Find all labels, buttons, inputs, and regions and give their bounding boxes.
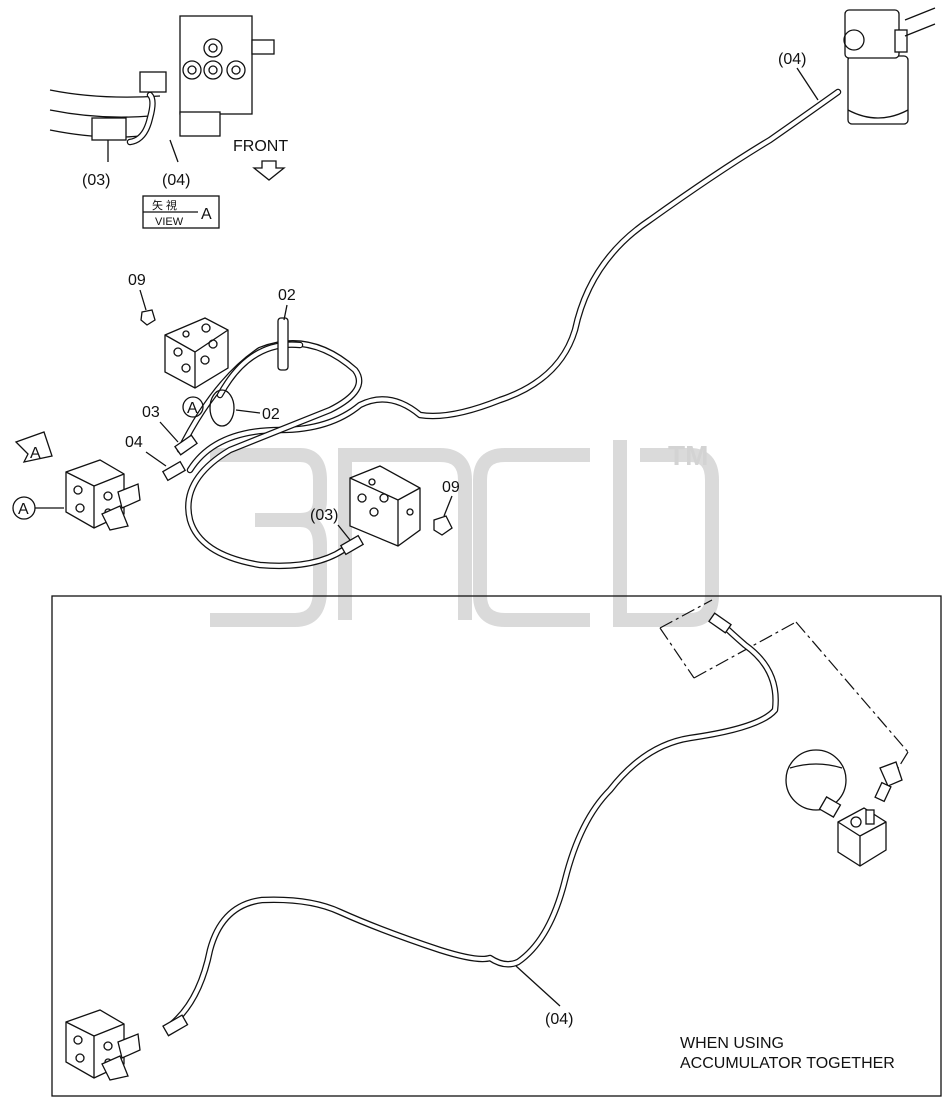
inset-dash-guide xyxy=(659,599,909,779)
watermark-logo: TM xyxy=(210,440,719,627)
callout-clamp-02-top: 02 xyxy=(278,287,296,304)
callout-part-04: 04 xyxy=(125,434,143,451)
valve-block-right xyxy=(349,465,421,547)
view-arrow-a-icon: A xyxy=(14,431,53,463)
inset-valve-block xyxy=(65,1009,141,1081)
callout-hose-03-mid: (03) xyxy=(310,507,338,524)
callout-part-03: 03 xyxy=(142,404,160,421)
callout-plug-09-right: 09 xyxy=(442,479,460,496)
valve-block-left xyxy=(65,459,141,531)
callout-plug-09-left: 09 xyxy=(128,272,146,289)
fitting-03 xyxy=(174,434,198,456)
inset-hose-04 xyxy=(168,618,779,1028)
front-arrow-icon xyxy=(252,160,286,181)
view-label-kanji: 矢 視 xyxy=(152,198,177,212)
inset-frame xyxy=(51,595,942,1097)
view-arrow-a-text: A xyxy=(30,445,41,462)
circle-marker-a-upper xyxy=(182,396,204,418)
valve-block-upper xyxy=(164,317,229,389)
front-label: FRONT xyxy=(233,138,288,155)
view-label-view: VIEW xyxy=(155,216,184,228)
callout-clamp-02-mid: 02 xyxy=(262,406,280,423)
view-label-letter: A xyxy=(201,206,212,223)
inset-note-line-2: ACCUMULATOR TOGETHER xyxy=(680,1055,895,1072)
inset-note-line-1: WHEN USING xyxy=(680,1035,784,1052)
circle-marker-a-upper-text: A xyxy=(187,400,198,417)
circle-marker-a-lower-text: A xyxy=(18,501,29,518)
fitting-04 xyxy=(161,460,187,482)
callout-inset-04: (04) xyxy=(545,1011,573,1028)
view-a-label: 矢 視 VIEW A xyxy=(142,195,220,229)
callout-top-right-04: (04) xyxy=(778,51,806,68)
plug-09-right-icon xyxy=(433,515,453,536)
callout-view-hose-04: (04) xyxy=(162,172,190,189)
watermark-tm: TM xyxy=(668,440,708,471)
view-a-illustration xyxy=(49,15,275,163)
accumulator-icon xyxy=(785,749,903,867)
plug-09-left-icon xyxy=(140,309,156,326)
clamp-02-top xyxy=(277,317,289,371)
clamp-02-mid xyxy=(209,389,235,427)
filter-unit xyxy=(843,7,936,125)
fitting-03-right xyxy=(339,534,365,556)
callout-view-hose-03: (03) xyxy=(82,172,110,189)
